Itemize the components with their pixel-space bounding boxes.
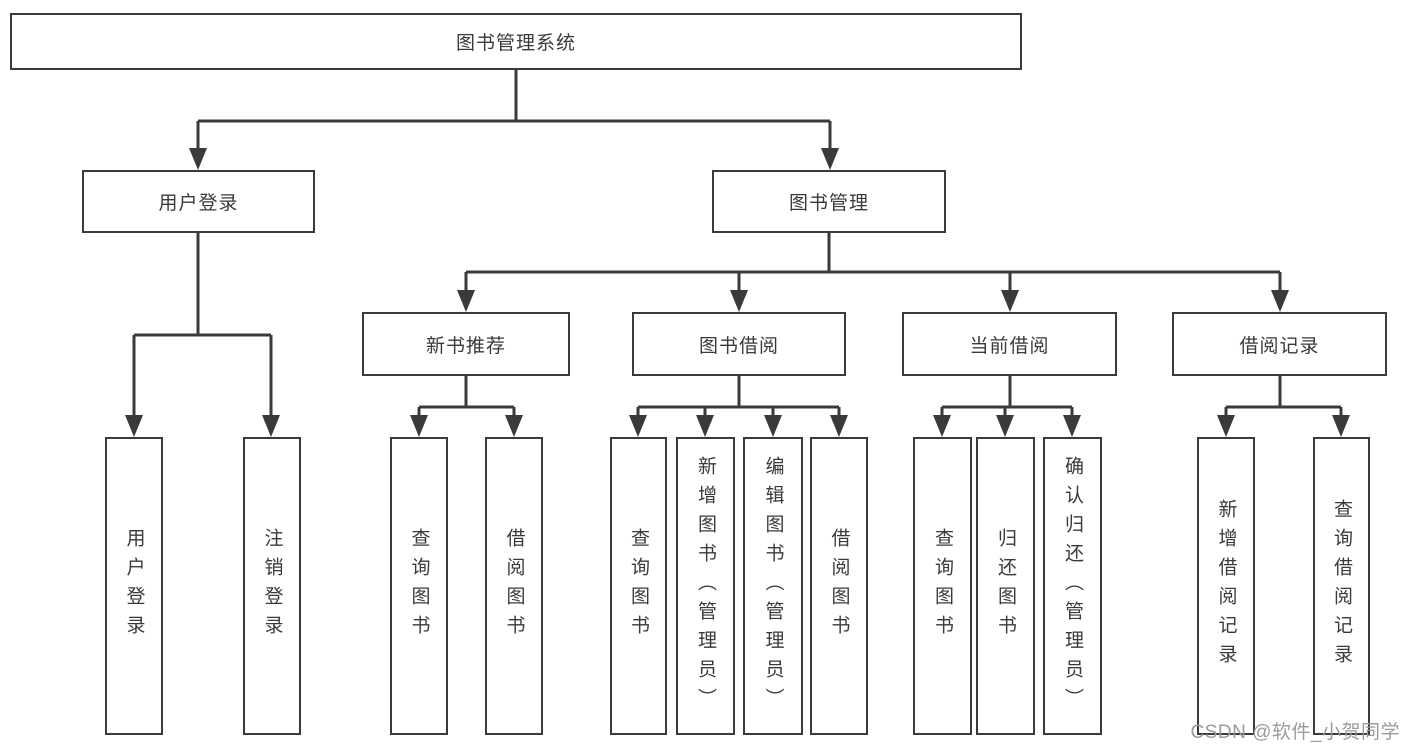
node-new-book-recommend-label: 新书推荐: [425, 335, 506, 357]
watermark: CSDN @软件_小贺同学: [1190, 722, 1400, 743]
arrowhead: [505, 415, 523, 437]
connector-login-branch: [132, 233, 273, 419]
leaf-add-borrow-record: 新增借阅记录: [1197, 437, 1255, 735]
arrowhead: [629, 415, 647, 437]
node-current-borrow-label: 当前借阅: [969, 335, 1050, 357]
connector-recommend-branch: [417, 376, 516, 419]
leaf-query-books-borrow: 查询图书: [610, 437, 667, 735]
arrowhead: [189, 148, 207, 170]
arrowhead: [1332, 415, 1350, 437]
arrowhead: [125, 415, 143, 437]
arrowhead: [1001, 290, 1019, 312]
node-root: 图书管理系统: [10, 13, 1022, 70]
arrowhead: [457, 290, 475, 312]
arrowhead: [1271, 290, 1289, 312]
arrowhead: [996, 415, 1014, 437]
node-book-borrow: 图书借阅: [632, 312, 846, 376]
connector-records-branch: [1224, 376, 1343, 419]
leaf-add-books-admin: 新增图书（管理员）: [676, 437, 735, 735]
arrowhead: [933, 415, 951, 437]
arrowhead: [764, 415, 782, 437]
arrowhead: [1063, 415, 1081, 437]
node-root-label: 图书管理系统: [455, 33, 576, 54]
arrowhead: [262, 415, 280, 437]
node-current-borrow: 当前借阅: [902, 312, 1117, 376]
arrowhead: [410, 415, 428, 437]
connector-management-branch: [464, 233, 1282, 294]
arrowhead: [830, 415, 848, 437]
arrowhead: [1217, 415, 1235, 437]
leaf-logout: 注销登录: [243, 437, 301, 735]
leaf-query-books-recommend: 查询图书: [390, 437, 448, 735]
connector-borrow-branch: [636, 376, 841, 419]
leaf-query-books-current: 查询图书: [913, 437, 972, 735]
leaf-confirm-return-admin: 确认归还（管理员）: [1043, 437, 1102, 735]
leaf-borrow-books-recommend: 借阅图书: [485, 437, 543, 735]
leaf-query-borrow-record: 查询借阅记录: [1313, 437, 1370, 735]
node-user-login: 用户登录: [82, 170, 315, 233]
arrowhead: [730, 290, 748, 312]
connector-root-to-level2: [196, 70, 832, 152]
leaf-user-login: 用户登录: [105, 437, 163, 735]
node-user-login-label: 用户登录: [158, 193, 239, 214]
node-borrow-records-label: 借阅记录: [1239, 335, 1320, 357]
connector-current-branch: [940, 376, 1074, 419]
node-borrow-records: 借阅记录: [1172, 312, 1387, 376]
leaf-edit-books-admin: 编辑图书（管理员）: [743, 437, 803, 735]
node-new-book-recommend: 新书推荐: [362, 312, 570, 376]
node-book-management: 图书管理: [712, 170, 946, 233]
node-book-management-label: 图书管理: [788, 193, 869, 214]
node-book-borrow-label: 图书借阅: [698, 335, 779, 357]
leaf-borrow-books: 借阅图书: [810, 437, 868, 735]
arrowhead: [696, 415, 714, 437]
arrowhead: [821, 148, 839, 170]
leaf-return-books: 归还图书: [976, 437, 1035, 735]
